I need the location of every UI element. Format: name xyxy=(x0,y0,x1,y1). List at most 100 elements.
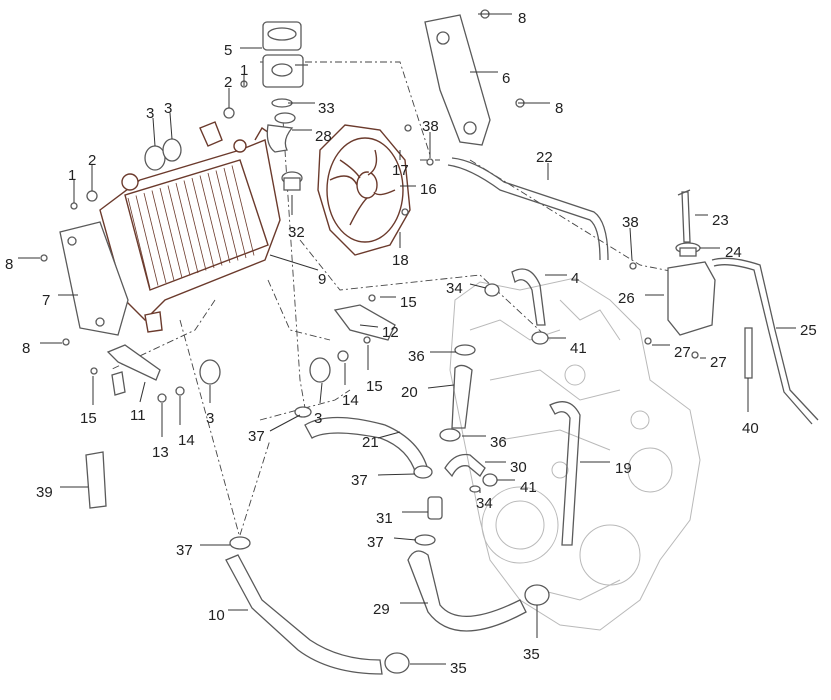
callout-number-7: 7 xyxy=(42,292,50,309)
leader-line-9 xyxy=(269,254,319,271)
reservoir-tank xyxy=(667,189,716,336)
callout-number-33: 33 xyxy=(318,100,335,117)
callout-number-18: 18 xyxy=(392,252,409,269)
radiator-fin xyxy=(159,187,183,279)
leader-line-37 xyxy=(393,537,417,541)
rubber-mounts xyxy=(86,107,371,403)
small-fittings xyxy=(266,98,637,270)
callout-number-15: 15 xyxy=(366,378,383,395)
callout-number-28: 28 xyxy=(315,128,332,145)
leader-line-38 xyxy=(629,227,633,261)
callout-number-15: 15 xyxy=(80,410,97,427)
callout-number-39: 39 xyxy=(36,484,53,501)
radiator-fin xyxy=(207,172,231,264)
callout-number-17: 17 xyxy=(392,162,409,179)
callout-number-4: 4 xyxy=(571,270,579,287)
callout-number-36: 36 xyxy=(490,434,507,451)
radiator-fin xyxy=(143,192,167,284)
callout-number-23: 23 xyxy=(712,212,729,229)
cooling-fan xyxy=(317,124,411,256)
callout-number-35: 35 xyxy=(523,646,540,663)
callout-number-27: 27 xyxy=(710,354,727,371)
callout-number-34: 34 xyxy=(446,280,463,297)
brackets xyxy=(106,304,396,396)
leader-line-3 xyxy=(169,112,173,140)
callout-number-6: 6 xyxy=(502,70,510,87)
callout-number-10: 10 xyxy=(208,607,225,624)
callout-number-3: 3 xyxy=(164,100,172,117)
callout-number-14: 14 xyxy=(342,392,359,409)
callout-number-8: 8 xyxy=(5,256,13,273)
radiator-fin xyxy=(231,165,255,256)
callout-number-19: 19 xyxy=(615,460,632,477)
callout-number-14: 14 xyxy=(178,432,195,449)
callout-number-1: 1 xyxy=(240,62,248,79)
callout-number-3: 3 xyxy=(146,105,154,122)
leader-line-3 xyxy=(319,382,323,404)
callout-number-29: 29 xyxy=(373,601,390,618)
callout-number-24: 24 xyxy=(725,244,742,261)
callout-number-31: 31 xyxy=(376,510,393,527)
hoses xyxy=(225,157,819,675)
callout-number-35: 35 xyxy=(450,660,467,677)
callout-number-13: 13 xyxy=(152,444,169,461)
radiator-fin xyxy=(167,185,191,276)
callout-number-16: 16 xyxy=(420,181,437,198)
radiator-fin xyxy=(199,175,223,266)
hose-clamps xyxy=(229,283,550,674)
leader-lines xyxy=(18,13,796,665)
radiator-fin xyxy=(223,167,247,259)
label-sticker xyxy=(85,451,107,509)
leader-line-37 xyxy=(377,473,416,476)
callout-number-21: 21 xyxy=(362,434,379,451)
radiator-fin xyxy=(191,177,215,269)
leader-line-3 xyxy=(152,117,156,147)
callout-number-3: 3 xyxy=(206,410,214,427)
radiator-fin xyxy=(127,197,151,289)
callout-number-22: 22 xyxy=(536,149,553,166)
callout-number-2: 2 xyxy=(224,74,232,91)
callout-number-1: 1 xyxy=(68,167,76,184)
callout-number-34: 34 xyxy=(476,495,493,512)
callout-number-8: 8 xyxy=(22,340,30,357)
callout-number-41: 41 xyxy=(570,340,587,357)
callout-number-38: 38 xyxy=(622,214,639,231)
callout-number-25: 25 xyxy=(800,322,817,339)
callout-number-37: 37 xyxy=(351,472,368,489)
callout-number-5: 5 xyxy=(224,42,232,59)
radiator-fin xyxy=(175,182,199,274)
callout-number-26: 26 xyxy=(618,290,635,307)
callout-number-9: 9 xyxy=(318,271,326,288)
radiator-fin xyxy=(135,195,159,286)
upper-shroud xyxy=(424,14,491,146)
callout-number-36: 36 xyxy=(408,348,425,365)
callout-number-40: 40 xyxy=(742,420,759,437)
leader-line-37 xyxy=(269,414,301,432)
callout-number-8: 8 xyxy=(518,10,526,27)
callout-number-32: 32 xyxy=(288,224,305,241)
callout-number-3: 3 xyxy=(314,410,322,427)
leader-line-34 xyxy=(469,283,487,289)
leader-line-21 xyxy=(377,431,401,439)
callout-number-12: 12 xyxy=(382,324,399,341)
callout-number-8: 8 xyxy=(555,100,563,117)
callout-number-41: 41 xyxy=(520,479,537,496)
radiator-cap xyxy=(262,21,308,88)
callout-number-37: 37 xyxy=(248,428,265,445)
radiator xyxy=(99,121,281,333)
radiator-fin xyxy=(183,180,207,271)
callout-number-2: 2 xyxy=(88,152,96,169)
left-shroud xyxy=(59,221,129,336)
callout-number-38: 38 xyxy=(422,118,439,135)
callout-number-30: 30 xyxy=(510,459,527,476)
leader-line-20 xyxy=(427,384,455,389)
callout-number-27: 27 xyxy=(674,344,691,361)
callout-number-37: 37 xyxy=(176,542,193,559)
callout-number-20: 20 xyxy=(401,384,418,401)
radiator-fin xyxy=(151,190,175,281)
callout-number-11: 11 xyxy=(130,407,146,424)
leader-line-11 xyxy=(139,381,146,403)
leader-line-12 xyxy=(359,324,379,328)
